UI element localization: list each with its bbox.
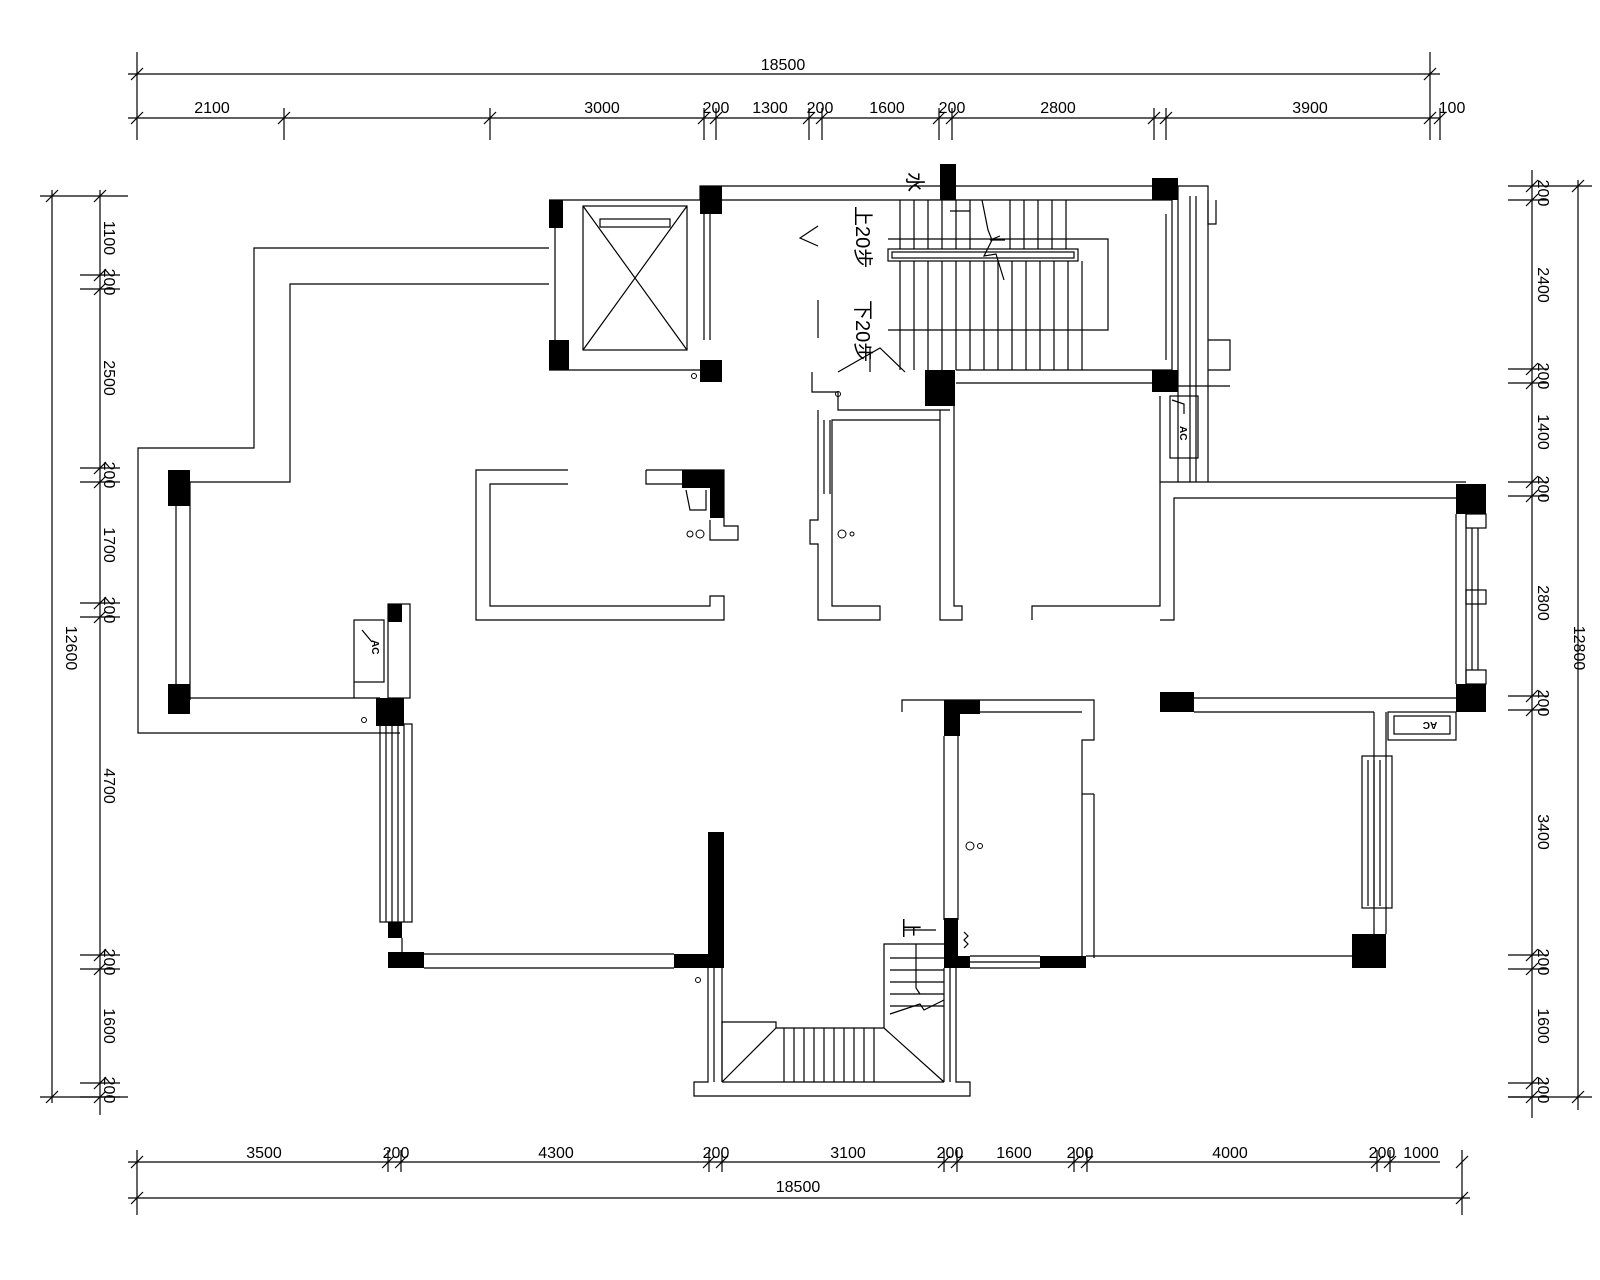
center-partitions (475, 469, 739, 621)
ac-unit-1: AC (1169, 395, 1199, 459)
dim-top-3: 1300 (752, 100, 788, 117)
left-dimension-chain: 12600 1100 200 2500 200 1700 200 4700 20… (40, 189, 128, 1115)
dim-bottom-6: 1600 (996, 1145, 1032, 1162)
dim-top-0: 2100 (194, 100, 230, 117)
ac-label-2: AC (369, 640, 380, 654)
lower-center-room (901, 699, 1095, 962)
dim-bottom-5: 200 (937, 1145, 964, 1162)
dim-top-9: 100 (1439, 100, 1466, 117)
note-water: 水 (903, 172, 926, 192)
dim-bottom-2: 4300 (538, 1145, 574, 1162)
dim-right-3: 1400 (1534, 414, 1551, 450)
dim-left-8: 1600 (100, 1008, 117, 1044)
dim-bottom-4: 3100 (830, 1145, 866, 1162)
bottom-dim-ticks (130, 1150, 1469, 1215)
dim-right-0: 200 (1534, 180, 1551, 207)
dim-left-9: 200 (100, 1077, 117, 1104)
dim-top-6: 200 (939, 100, 966, 117)
right-dimension-chain: 12800 200 2400 200 1400 200 2800 200 340… (1508, 170, 1592, 1118)
dim-right-4: 200 (1534, 476, 1551, 503)
dim-left-4: 1700 (100, 527, 117, 563)
left-window-column (379, 603, 413, 938)
note-down-stairs: 下20步 (851, 300, 874, 362)
dim-left-total: 12600 (62, 626, 79, 671)
dim-top-4: 200 (807, 100, 834, 117)
dim-bottom-3: 200 (703, 1145, 730, 1162)
dim-bottom-8: 4000 (1212, 1145, 1248, 1162)
dim-top-8: 3900 (1292, 100, 1328, 117)
stair-side-windows (1160, 185, 1231, 482)
dim-right-total: 12800 (1570, 626, 1587, 671)
dim-left-2: 2500 (100, 360, 117, 396)
ac-unit-2: AC (353, 619, 385, 698)
left-dim-ticks (80, 189, 120, 1104)
dim-right-2: 200 (1534, 363, 1551, 390)
dim-top-1: 3000 (584, 100, 620, 117)
dim-bottom-9: 200 (1369, 1145, 1396, 1162)
bathroom-top (809, 406, 963, 621)
bottom-dimension-chain: 3500 200 4300 200 3100 200 1600 200 4000… (128, 1145, 1470, 1215)
dim-top-5: 1600 (869, 100, 905, 117)
dim-bottom-0: 3500 (246, 1145, 282, 1162)
ac-label-3: AC (1423, 719, 1437, 730)
dim-left-6: 4700 (100, 768, 117, 804)
dim-right-10: 200 (1534, 1077, 1551, 1104)
dim-right-9: 1600 (1534, 1008, 1551, 1044)
dim-left-1: 200 (100, 269, 117, 296)
dim-bottom-10: 1000 (1403, 1145, 1439, 1162)
ac-unit-3: AC (1387, 711, 1457, 741)
top-dimension-chain: 18500 2100 3000 200 1300 200 1600 200 28… (128, 52, 1465, 140)
top-dim-ticks (130, 108, 1447, 140)
dim-left-5: 200 (100, 597, 117, 624)
dim-right-6: 200 (1534, 690, 1551, 717)
elevator-shaft (549, 185, 722, 382)
lower-left-room (388, 832, 724, 983)
dim-bottom-total: 18500 (776, 1179, 821, 1196)
left-wing (137, 247, 549, 734)
dim-top-total: 18500 (761, 57, 806, 74)
ac-label-1: AC (1177, 426, 1188, 440)
main-staircase (722, 164, 1178, 411)
entry-stairs (693, 929, 971, 1097)
stair-treads (899, 200, 1083, 370)
dim-left-3: 200 (100, 462, 117, 489)
entry-stair-treads (783, 957, 944, 1082)
lower-right-room (944, 712, 1393, 969)
dim-bottom-7: 200 (1067, 1145, 1094, 1162)
dim-left-0: 1100 (100, 221, 117, 256)
dim-left-7: 200 (100, 949, 117, 976)
dim-right-1: 2400 (1534, 267, 1551, 303)
note-up-stairs: 上20步 (851, 206, 874, 268)
dim-bottom-1: 200 (383, 1145, 410, 1162)
dim-right-7: 3400 (1534, 814, 1551, 850)
dim-top-2: 200 (703, 100, 730, 117)
note-up-small: 上 (899, 918, 922, 938)
dim-right-8: 200 (1534, 949, 1551, 976)
right-upper-room (1031, 396, 1487, 713)
dim-right-5: 2800 (1534, 585, 1551, 621)
dim-top-7: 2800 (1040, 100, 1076, 117)
